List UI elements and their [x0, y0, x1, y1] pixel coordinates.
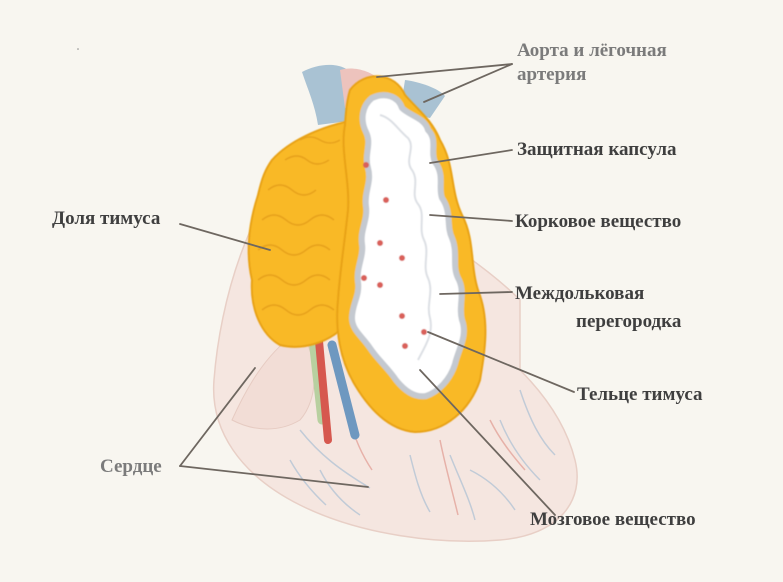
label-medulla: Мозговое вещество [530, 509, 696, 530]
label-septum-line2: перегородка [576, 311, 682, 332]
leader-lines [179, 63, 575, 516]
label-aorta-line2: артерия [517, 64, 587, 85]
label-heart: Сердце [100, 456, 162, 477]
label-aorta-line1: Аорта и лёгочная [517, 40, 667, 61]
thymus-right-lobe [336, 75, 487, 434]
label-lobe: Доля тимуса [52, 208, 161, 229]
label-septum-line1: Междольковая [515, 283, 645, 304]
thymic-corpuscles [361, 162, 427, 349]
label-cortex: Корковое вещество [515, 211, 682, 232]
speck [77, 48, 79, 50]
label-capsule: Защитная капсула [517, 139, 677, 160]
label-corpuscle: Тельце тимуса [577, 384, 703, 405]
